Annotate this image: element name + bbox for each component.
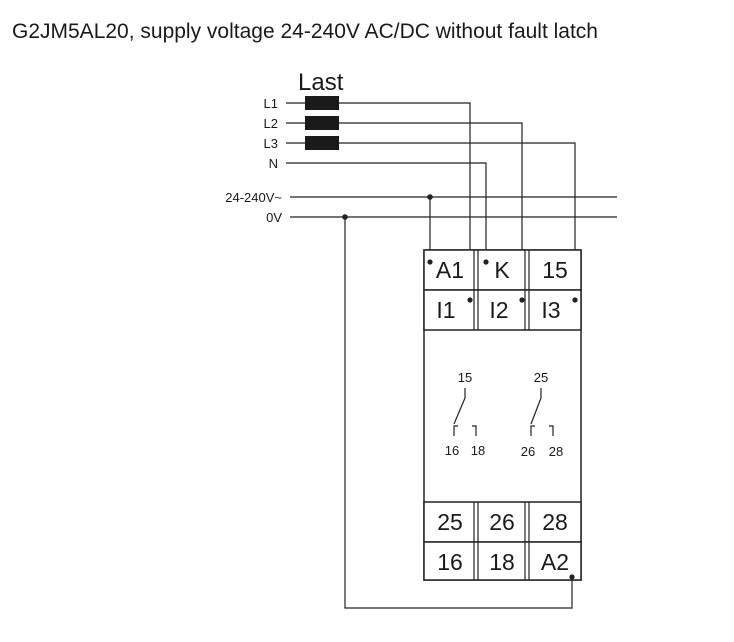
contact1-common-label: 15 <box>458 370 472 385</box>
changeover-contact-2: 25 26 28 <box>521 370 563 459</box>
terminal-25: 25 <box>437 509 463 535</box>
dot-i3 <box>572 297 578 303</box>
terminal-16: 16 <box>437 549 463 575</box>
junction-zero <box>342 214 348 220</box>
load-label: Last <box>298 69 344 96</box>
contact1-nc-bracket <box>453 425 458 436</box>
load-resistor-l2 <box>305 116 339 130</box>
contact2-no-bracket <box>549 425 554 436</box>
terminal-15: 15 <box>542 257 568 283</box>
contact2-nc-label: 26 <box>521 444 535 459</box>
contact2-nc-bracket <box>530 425 535 436</box>
line-label-l1: L1 <box>264 96 278 111</box>
changeover-contact-1: 15 16 18 <box>445 370 485 458</box>
wire-l1 <box>286 102 471 300</box>
terminal-26: 26 <box>489 509 515 535</box>
contact2-no-label: 28 <box>549 444 563 459</box>
wire-n <box>286 162 487 262</box>
terminal-28: 28 <box>542 509 568 535</box>
load-resistor-l1 <box>305 96 339 110</box>
contact2-switch-arm <box>530 388 542 425</box>
wire-zero-to-a2 <box>344 217 573 609</box>
dot-k <box>483 259 489 265</box>
bottom-row-frame <box>423 541 582 581</box>
diagram-title: G2JM5AL20, supply voltage 24-240V AC/DC … <box>12 20 598 43</box>
line-label-l2: L2 <box>264 116 278 131</box>
contact1-no-label: 18 <box>471 443 485 458</box>
zero-volt-label: 0V <box>266 210 282 225</box>
dot-a2 <box>569 574 575 580</box>
second-row-frame <box>423 289 582 331</box>
terminal-a2: A2 <box>541 549 569 575</box>
dot-i2 <box>519 297 525 303</box>
dot-a1 <box>427 259 433 265</box>
contact2-common-label: 25 <box>534 370 548 385</box>
wire-l3 <box>286 142 576 300</box>
terminal-i2: I2 <box>489 297 508 323</box>
wire-l2 <box>286 122 523 300</box>
lower-row-frame <box>423 501 582 543</box>
terminal-18: 18 <box>489 549 515 575</box>
dot-i1 <box>467 297 473 303</box>
supply-label: 24-240V~ <box>225 190 282 205</box>
terminal-a1: A1 <box>436 257 464 283</box>
contact1-no-bracket <box>472 425 477 436</box>
terminal-bottom-block <box>423 501 582 581</box>
supply-wires <box>290 194 617 609</box>
line-label-n: N <box>269 156 278 171</box>
terminal-i3: I3 <box>541 297 560 323</box>
load-resistor-l3 <box>305 136 339 150</box>
contact1-switch-arm <box>453 388 466 425</box>
terminal-k: K <box>494 257 510 283</box>
line-label-l3: L3 <box>264 136 278 151</box>
junction-supply <box>427 194 433 200</box>
terminal-top-block <box>423 249 582 331</box>
load-resistors <box>305 96 339 150</box>
terminal-i1: I1 <box>436 297 455 323</box>
load-wires <box>286 102 576 300</box>
contact1-nc-label: 16 <box>445 443 459 458</box>
